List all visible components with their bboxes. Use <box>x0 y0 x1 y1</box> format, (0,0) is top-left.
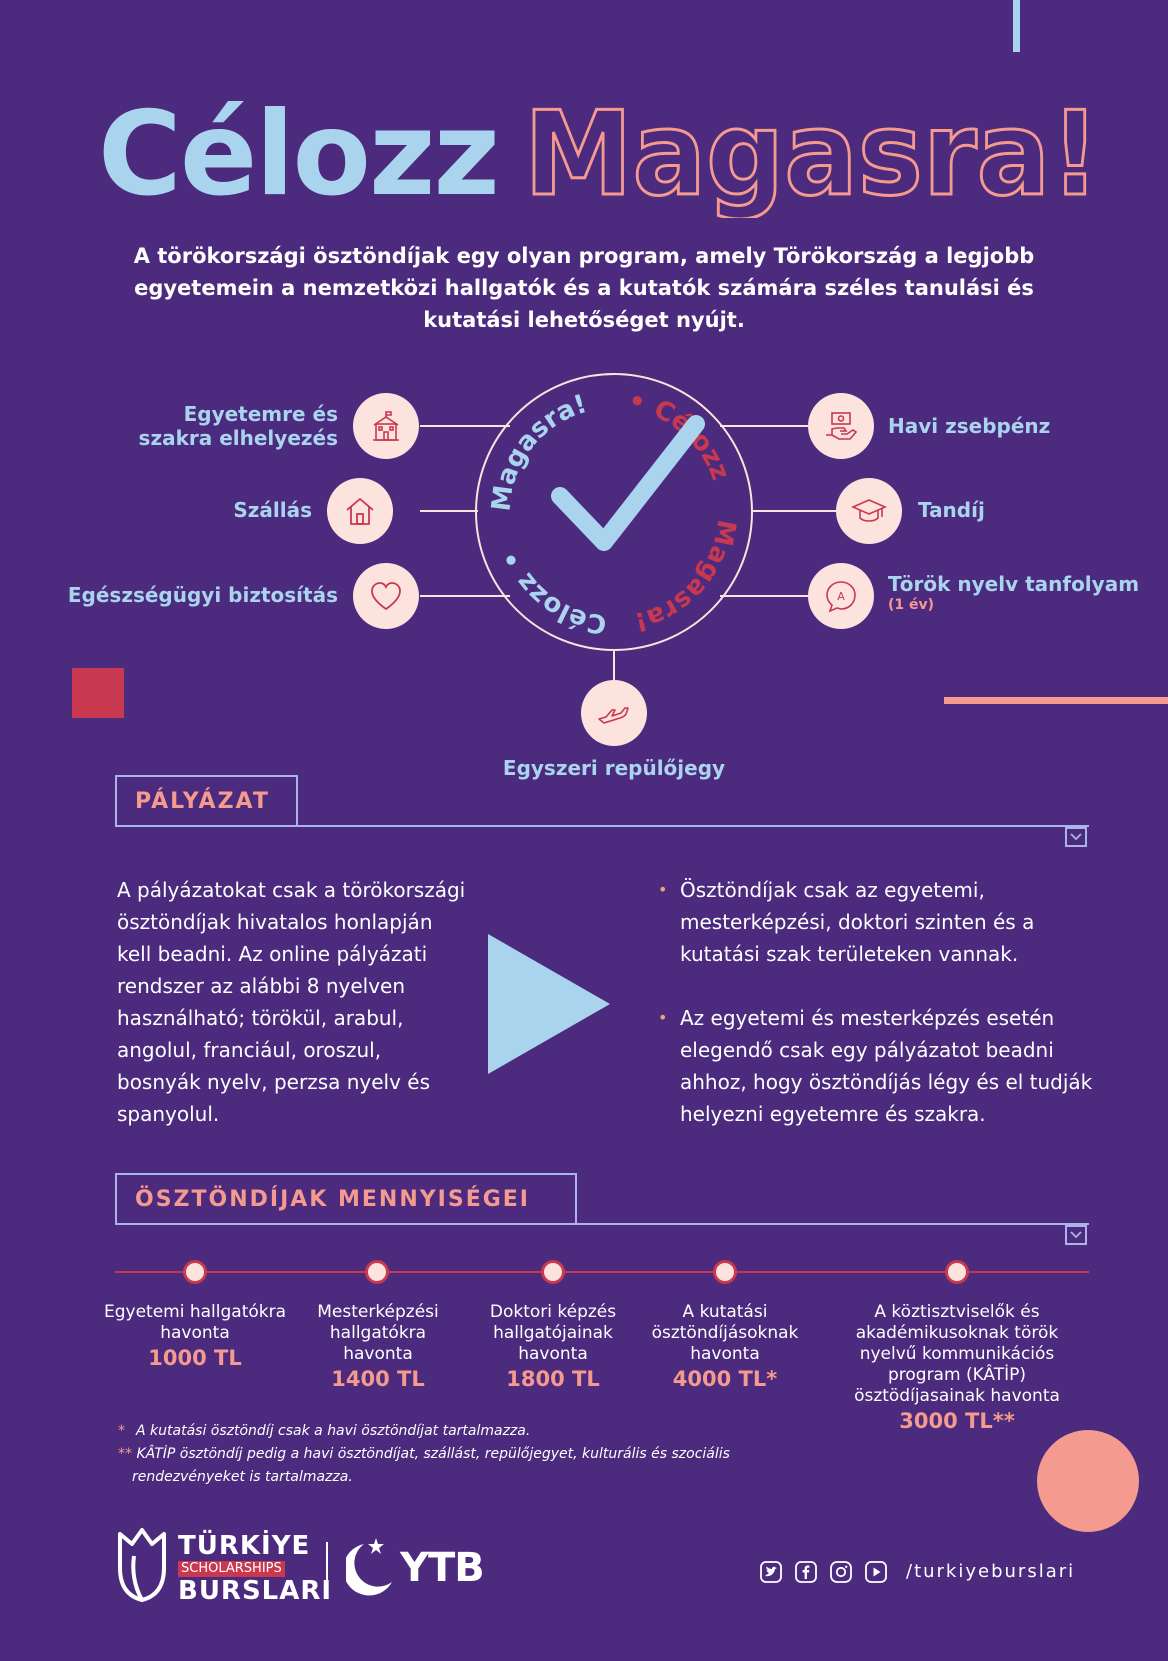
application-bullet-2: Az egyetemi és mesterképzés esetén elege… <box>658 1002 1098 1130</box>
badge-text-right: Magasra! <box>632 517 742 636</box>
benefit-language-note: (1 év) <box>888 597 935 613</box>
ytb-crescent-icon <box>346 1538 392 1596</box>
application-divider <box>115 825 1089 827</box>
amounts-heading: ÖSZTÖNDÍJAK MENNYISÉGEI <box>115 1173 577 1225</box>
amount-value: 4000 TL* <box>672 1367 778 1391</box>
benefit-university-label: Egyetemre és szakra elhelyezés <box>120 402 338 450</box>
facebook-icon[interactable] <box>795 1561 817 1583</box>
page-title: Célozz Magasra! <box>98 86 1102 219</box>
hand-money-icon <box>826 412 858 440</box>
benefit-allowance-label: Havi zsebpénz <box>888 414 1051 438</box>
amount-note-2: ** KÂTİP ösztöndíj pedig a havi ösztöndí… <box>118 1443 812 1489</box>
benefit-university-line2: szakra elhelyezés <box>138 426 338 450</box>
benefit-language-title: Török nyelv tanfolyam <box>888 572 1140 596</box>
note-mark: * <box>118 1423 125 1439</box>
chevron-down-icon <box>1070 833 1082 841</box>
timeline-dot <box>365 1260 389 1284</box>
instagram-icon[interactable] <box>830 1561 852 1583</box>
application-left-text: A pályázatokat csak a törökországi ösztö… <box>117 878 466 1126</box>
note-text: KÂTİP ösztöndíj pedig a havi ösztöndíjat… <box>132 1446 730 1485</box>
amount-item: Egyetemi hallgatókra havonta 1000 TL <box>97 1302 293 1369</box>
logo-scholarships: SCHOLARSHIPS <box>178 1561 285 1577</box>
heart-icon <box>371 582 401 611</box>
application-chevron <box>1065 827 1087 847</box>
play-triangle-icon <box>488 934 610 1074</box>
amount-value: 3000 TL** <box>899 1409 1015 1433</box>
logo-ytb: YTB <box>400 1545 485 1591</box>
house-icon <box>346 497 374 525</box>
amount-item: A kutatási ösztöndíjásoknak havonta 4000… <box>643 1302 807 1390</box>
amounts-timeline <box>115 1271 1089 1273</box>
twitter-icon[interactable] <box>760 1561 782 1583</box>
svg-text:Célozz •: Célozz • <box>495 546 608 639</box>
footer-logo-divider <box>326 1542 328 1594</box>
amount-value: 1400 TL <box>331 1367 425 1391</box>
amount-label: A kutatási ösztöndíjásoknak havonta <box>651 1302 799 1364</box>
amount-label: A köztisztviselők és akadémikusoknak tör… <box>854 1302 1060 1406</box>
amount-item: Mesterképzési hallgatókra havonta 1400 T… <box>308 1302 448 1390</box>
salmon-circle-decor <box>1037 1430 1139 1532</box>
note-mark: ** <box>118 1446 132 1462</box>
application-heading: PÁLYÁZAT <box>115 775 298 827</box>
benefit-flight-label: Egyszeri repülőjegy <box>502 756 726 780</box>
amount-value: 1800 TL <box>506 1367 600 1391</box>
title-part1: Célozz <box>98 87 498 218</box>
benefit-language-label: Török nyelv tanfolyam (1 év) <box>888 572 1139 614</box>
benefit-housing-label: Szállás <box>233 498 312 522</box>
badge-text-bottom: Célozz • <box>495 546 608 639</box>
timeline-dot <box>713 1260 737 1284</box>
benefit-language: A <box>808 563 874 629</box>
amount-note-1: * A kutatási ösztöndíj csak a havi ösztön… <box>118 1420 818 1443</box>
amount-value: 1000 TL <box>148 1346 242 1370</box>
amounts-chevron <box>1065 1225 1087 1245</box>
tulip-logo-icon <box>118 1528 166 1602</box>
timeline-dot <box>183 1260 207 1284</box>
benefit-tuition <box>836 478 902 544</box>
speech-bubble-icon: A <box>826 581 856 613</box>
svg-text:Magasra!: Magasra! <box>486 389 590 513</box>
salmon-line-decor <box>944 697 1168 704</box>
svg-text:A: A <box>837 590 845 603</box>
badge-text-left: Magasra! <box>486 389 590 513</box>
title-part2: Magasra! <box>524 87 1100 218</box>
amounts-divider <box>115 1223 1089 1225</box>
svg-text:Magasra!: Magasra! <box>632 517 742 636</box>
benefit-allowance <box>808 393 874 459</box>
benefit-health-label: Egészségügyi biztosítás <box>67 583 338 607</box>
benefit-university <box>353 393 419 459</box>
benefits-connectors <box>420 425 836 680</box>
benefit-housing <box>327 478 393 544</box>
intro-text: A törökországi ösztöndíjak egy olyan pro… <box>133 244 1035 332</box>
note-text: A kutatási ösztöndíj csak a havi ösztönd… <box>136 1423 531 1439</box>
amount-item: A köztisztviselők és akadémikusoknak tör… <box>838 1302 1076 1432</box>
top-decor-line <box>1013 0 1020 52</box>
amount-label: Mesterképzési hallgatókra havonta <box>317 1302 439 1364</box>
benefit-tuition-label: Tandíj <box>918 498 985 522</box>
youtube-icon[interactable] <box>865 1561 887 1583</box>
timeline-dot <box>945 1260 969 1284</box>
airplane-icon <box>598 707 629 724</box>
application-bullet-1: Ösztöndíjak csak az egyetemi, mesterképz… <box>658 874 1098 970</box>
benefit-flight <box>581 680 647 746</box>
benefit-university-line1: Egyetemre és <box>183 402 338 426</box>
social-handle[interactable]: /turkiyeburslari <box>906 1561 1076 1582</box>
logo-burslari: BURSLARI <box>178 1576 333 1606</box>
timeline-dot <box>541 1260 565 1284</box>
university-building-icon <box>373 411 399 441</box>
chevron-down-icon <box>1070 1231 1082 1239</box>
benefit-health <box>353 563 419 629</box>
central-badge: Magasra! • Célozz Magasra! Célozz • <box>475 373 753 651</box>
graduation-cap-icon <box>851 499 887 522</box>
checkmark-icon <box>551 415 705 551</box>
amount-label: Egyetemi hallgatókra havonta <box>103 1302 287 1343</box>
logo-turkiye: TÜRKİYE <box>178 1531 311 1561</box>
amount-item: Doktori képzés hallgatójainak havonta 18… <box>478 1302 628 1390</box>
red-square-decor <box>72 668 124 718</box>
amount-label: Doktori képzés hallgatójainak havonta <box>489 1302 617 1364</box>
